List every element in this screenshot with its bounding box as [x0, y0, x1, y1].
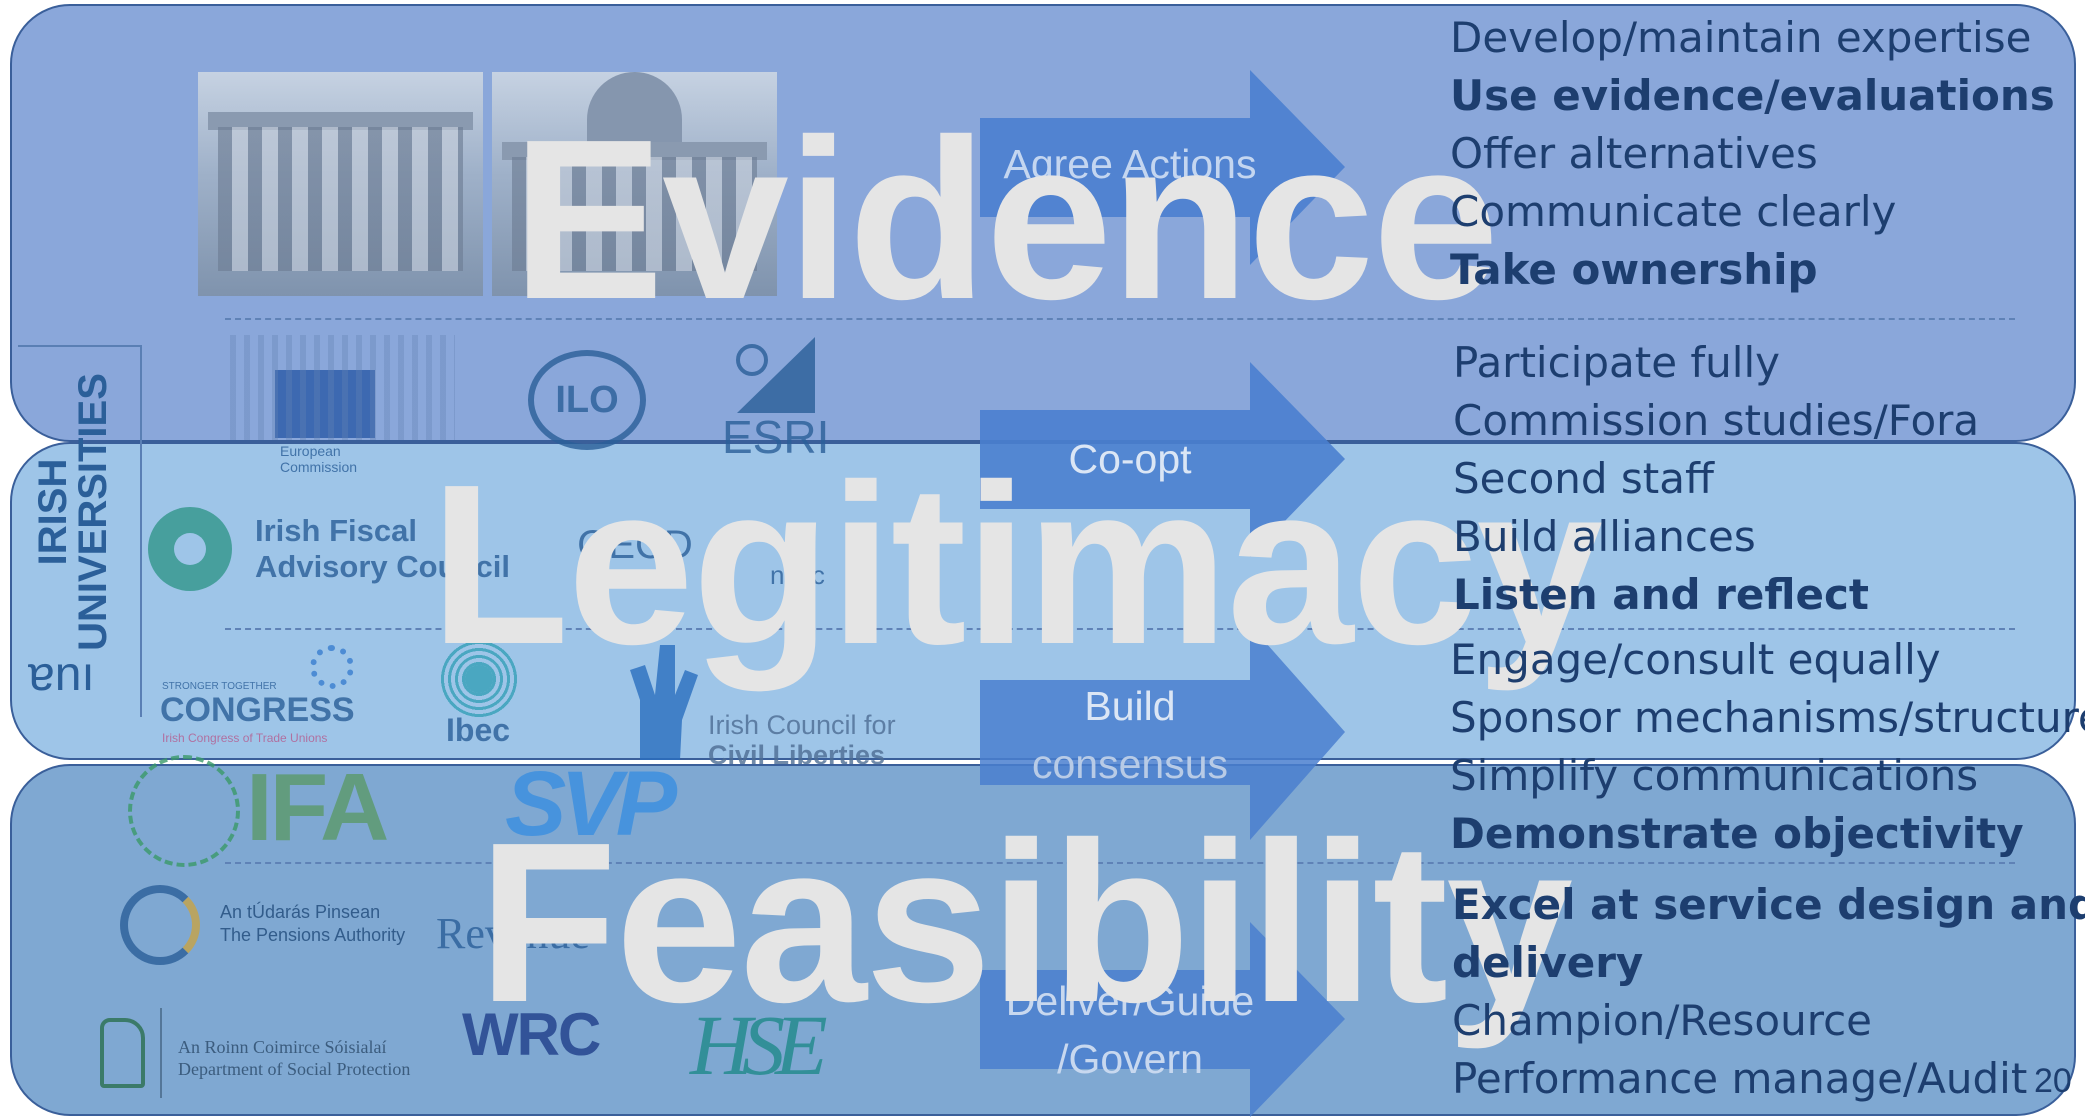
ilo-logo: ILO	[512, 340, 662, 460]
arrow-build-consensus: Build consensus	[980, 625, 1345, 840]
eu-logo-text: Commission	[280, 459, 358, 475]
ifac-logo-text: Irish Fiscal	[255, 513, 417, 548]
revenue-logo: Revenue	[436, 909, 590, 958]
congress-tagline: STRONGER TOGETHER	[162, 681, 277, 692]
iua-logo-mark: ɐnı	[28, 648, 95, 701]
action-item: Offer alternatives	[1450, 129, 1818, 178]
arrow-label: /Govern	[1057, 1036, 1203, 1083]
eu-logo-text: European	[280, 443, 341, 459]
action-item: delivery	[1452, 938, 1644, 987]
arrow-deliver-guide-govern: Deliver/Guide /Govern	[980, 922, 1345, 1117]
irish-fiscal-advisory-council-logo: Irish Fiscal Advisory Council	[148, 505, 558, 595]
congress-logo-text: CONGRESS	[160, 691, 355, 729]
action-item: Champion/Resource	[1452, 996, 1872, 1045]
feasibility-band	[10, 764, 2076, 1116]
iua-logo-text: IRISH	[31, 458, 75, 566]
dsp-logo-text: Department of Social Protection	[178, 1059, 411, 1079]
page-number: 20	[2034, 1062, 2072, 1100]
arrow-label: Co-opt	[1068, 436, 1192, 482]
action-item: Take ownership	[1450, 245, 1818, 294]
divider	[225, 628, 2015, 630]
action-item: Engage/consult equally	[1450, 635, 1941, 684]
pensions-logo-text: An tÚdarás Pinsean	[220, 902, 381, 922]
arrow-label: Build	[1084, 683, 1176, 729]
action-item: Simplify communications	[1450, 751, 1979, 800]
action-item: Communicate clearly	[1450, 187, 1897, 236]
action-item: Develop/maintain expertise	[1450, 13, 2032, 62]
ibec-logo: Ibec	[438, 640, 523, 755]
iccl-logo: Irish Council for Civil Liberties	[620, 640, 910, 770]
action-item: Use evidence/evaluations	[1450, 71, 2055, 120]
oecd-logo: OECD	[577, 523, 693, 567]
congress-logo-subtext: Irish Congress of Trade Unions	[162, 731, 328, 745]
divider	[225, 318, 2015, 320]
action-item: Participate fully	[1453, 338, 1780, 387]
action-item: Second staff	[1453, 454, 1714, 503]
heading-evidence: Evidence	[512, 93, 1499, 347]
iccl-logo-text: Irish Council for	[708, 710, 896, 740]
iccl-logo-text: Civil Liberties	[708, 740, 886, 770]
divider	[225, 862, 2015, 864]
action-item: Build alliances	[1453, 512, 1756, 561]
ifa-logo-text: IFA	[246, 754, 389, 861]
esri-logo: ESRI	[722, 335, 832, 463]
arrow-label: Agree Actions	[1003, 141, 1257, 187]
action-item: Commission studies/Fora	[1453, 396, 1980, 445]
iua-logo-text: UNIVERSITIES	[71, 373, 115, 651]
pensions-authority-logo: An tÚdarás Pinsean The Pensions Authorit…	[120, 885, 430, 965]
arrow-label: consensus	[1031, 741, 1228, 788]
esri-logo-text: ESRI	[722, 411, 830, 463]
arrow-co-opt: Co-opt	[980, 362, 1345, 557]
action-item: Demonstrate objectivity	[1450, 809, 2024, 858]
action-item: Performance manage/Audit	[1452, 1054, 2028, 1103]
action-item: Excel at service design and	[1452, 880, 2085, 929]
pensions-logo-text: The Pensions Authority	[220, 925, 406, 945]
arrow-label: Deliver/Guide	[1005, 978, 1255, 1024]
ilo-logo-text: ILO	[528, 350, 646, 450]
nesc-logo: nesc	[770, 560, 825, 590]
ifac-logo-text: Advisory Council	[255, 549, 510, 584]
irish-universities-association-logo: IRISH UNIVERSITIES ɐnı	[18, 345, 142, 717]
ifa-logo: IFA	[128, 754, 389, 867]
arrow-agree-actions: Agree Actions	[980, 70, 1345, 265]
wrc-logo: WRC	[462, 1001, 601, 1068]
dsp-logo-text: An Roinn Coimirce Sóisialaí	[178, 1037, 387, 1057]
heading-feasibility: Feasibility	[478, 796, 1573, 1050]
svp-logo: SVP	[505, 753, 677, 855]
ictu-congress-logo: STRONGER TOGETHER CONGRESS Irish Congres…	[160, 645, 360, 745]
building-photo-government-buildings	[492, 72, 777, 296]
action-item: Listen and reflect	[1453, 570, 1869, 619]
action-item: Sponsor mechanisms/structures	[1450, 693, 2085, 742]
department-social-protection-logo: An Roinn Coimirce Sóisialaí Department o…	[100, 1008, 440, 1098]
heading-legitimacy: Legitimacy	[430, 438, 1603, 692]
building-photo-leinster-house	[198, 72, 483, 296]
ibec-logo-text: Ibec	[446, 712, 511, 748]
hse-logo: HSE	[690, 997, 828, 1093]
